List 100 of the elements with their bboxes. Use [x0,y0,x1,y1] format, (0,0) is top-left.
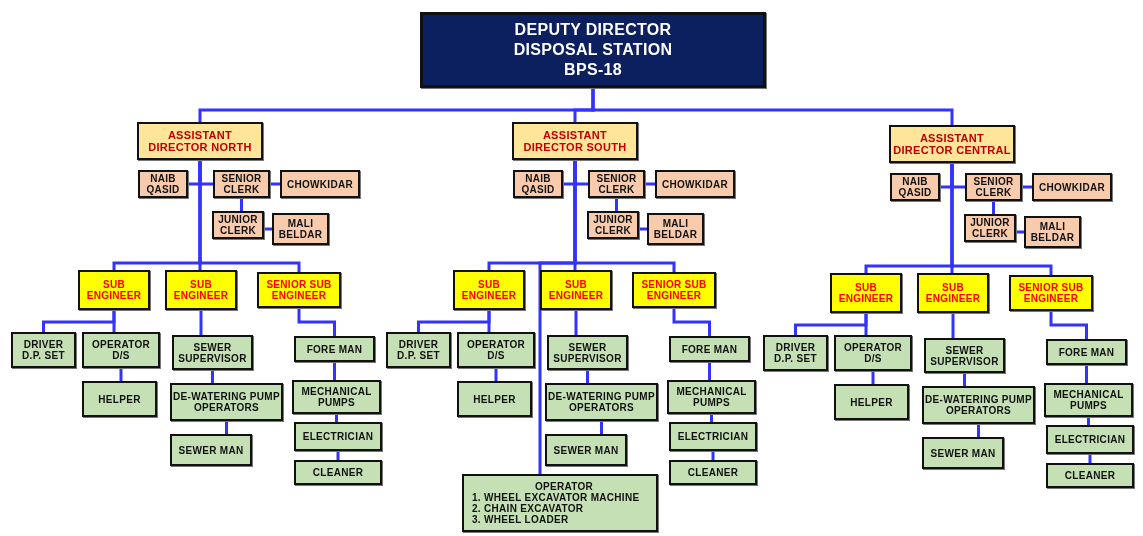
position-title: MALI BELDAR [652,218,699,240]
connector-line [992,201,995,214]
connector-line [225,421,228,434]
connector-line [871,371,875,384]
worker-box [1046,339,1127,365]
worker-box [82,381,157,417]
connector-line [119,368,123,381]
engineer-box [257,272,341,308]
list-item: 3. WHEEL LOADER [472,514,569,525]
connector-line [1049,311,1088,339]
worker-box [292,380,381,414]
engineer-box [78,270,150,310]
position-title: SENIOR CLERK [595,173,638,195]
position-title: SEWER SUPERVISOR [552,341,623,364]
connector-line [977,424,980,437]
position-title: SEWER MAN [553,444,619,456]
connector-line [600,421,603,434]
position-title: OPERATOR D/S [842,342,904,364]
engineer-box [453,270,525,310]
position-title: CHOWKIDAR [1039,181,1105,193]
staff-box [588,170,645,198]
staff-box [1032,173,1112,201]
connector-line [951,313,955,338]
box-heading: OPERATOR [534,481,594,492]
connector-line [112,310,116,332]
position-title: JUNIOR CLERK [969,217,1011,239]
position-title: HELPER [850,396,893,408]
connector-line [963,373,966,386]
connector-line [574,310,578,335]
worker-box [547,335,628,370]
position-title: CHOWKIDAR [662,178,728,190]
connector-line [708,362,711,380]
position-title: SEWER MAN [178,444,244,456]
position-title: DEPUTY DIRECTOR DISPOSAL STATION BPS-18 [512,20,674,80]
list-item: 2. CHAIN EXCAVATOR [472,503,584,514]
worker-box [924,338,1005,373]
worker-box [763,335,828,371]
operator-box [462,474,658,532]
engineer-box [632,272,716,308]
worker-box [922,386,1035,424]
engineer-box [165,270,237,310]
connector-line [586,370,589,383]
staff-box [280,170,360,198]
worker-box [545,383,658,421]
connector-line [270,182,280,186]
staff-box [138,170,188,198]
position-title: SUB ENGINEER [85,279,143,301]
staff-box [213,170,270,198]
connector-line [1085,365,1088,383]
worker-box [1044,383,1133,417]
worker-box [545,434,627,466]
connector-line [950,163,1053,275]
position-title: OPERATOR D/S [90,339,152,361]
staff-box [890,173,940,201]
connector-line [198,160,301,272]
position-title: DRIVER D.P. SET [396,339,441,361]
engineer-box [540,270,612,310]
connector-line [494,368,498,381]
position-title: NAIB QASID [897,176,933,198]
worker-box [667,380,756,414]
worker-box [386,332,451,368]
assistant-director-box [889,125,1015,163]
position-title: ASSISTANT DIRECTOR SOUTH [522,128,628,154]
position-title: MALI BELDAR [277,218,324,240]
staff-box [513,170,563,198]
position-title: SEWER SUPERVISOR [929,344,1000,367]
position-title: CHOWKIDAR [287,178,353,190]
position-title: MECHANICAL PUMPS [675,386,748,408]
worker-box [170,383,283,421]
position-title: SENIOR CLERK [220,173,263,195]
position-title: NAIB QASID [520,173,556,195]
position-title: SENIOR SUB ENGINEER [1017,282,1085,304]
worker-box [669,336,750,362]
position-title: SUB ENGINEER [460,279,518,301]
position-title: SUB ENGINEER [172,279,230,301]
position-title: FORE MAN [306,343,363,355]
engineer-box [1009,275,1093,311]
connector-line [645,182,655,186]
position-title: JUNIOR CLERK [592,214,634,236]
engineer-box [830,273,902,313]
connector-line [297,308,336,336]
connector-line [538,160,577,474]
list-item: 1. WHEEL EXCAVATOR MACHINE [472,492,640,503]
worker-box [669,422,757,451]
position-title: ELECTRICIAN [1054,434,1126,445]
worker-box [922,437,1004,469]
worker-box [82,332,160,368]
position-title: SENIOR SUB ENGINEER [640,279,708,301]
position-title: SENIOR SUB ENGINEER [265,279,333,301]
assistant-director-box [137,122,263,160]
connector-line [487,310,491,332]
worker-box [1046,463,1134,488]
position-title: ELECTRICIAN [677,431,749,442]
staff-box [965,173,1022,201]
position-title: DE-WATERING PUMP OPERATORS [924,394,1033,416]
position-title: SUB ENGINEER [547,279,605,301]
position-title: JUNIOR CLERK [217,214,259,236]
worker-box [669,460,757,485]
position-title: HELPER [98,393,141,405]
position-title: DRIVER D.P. SET [21,339,66,361]
